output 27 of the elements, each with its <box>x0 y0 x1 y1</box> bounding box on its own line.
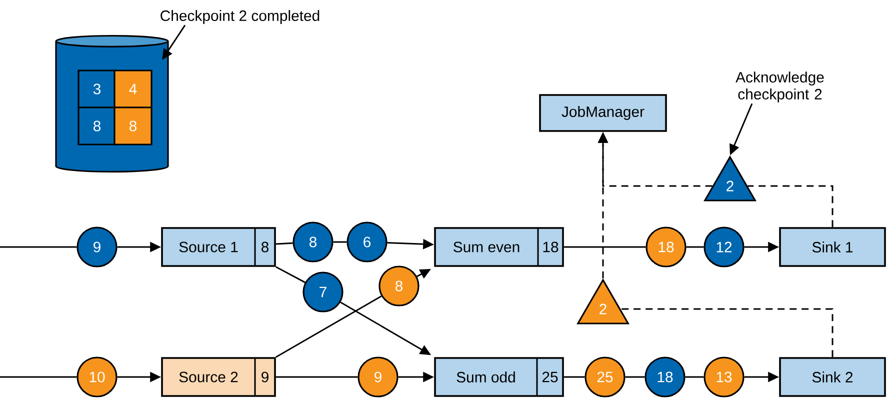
callout-text: Checkpoint 2 completed <box>160 10 320 24</box>
connector-line <box>276 376 358 378</box>
callout-text: Acknowledge checkpoint 2 <box>736 72 824 102</box>
connector-line <box>276 242 293 245</box>
state-cell: 8 <box>78 106 116 146</box>
connector-line <box>276 296 382 358</box>
connector-line <box>0 376 77 378</box>
operator-box: JobManager <box>539 94 667 132</box>
connector-line <box>625 376 645 378</box>
operator-box: Source 1 8 <box>161 227 276 267</box>
connector-line <box>686 246 704 248</box>
operator-box: Sink 2 <box>779 357 886 397</box>
connector-line <box>0 246 77 248</box>
connector-line <box>333 241 347 243</box>
operator-box: Sink 1 <box>779 227 886 267</box>
connector-line <box>685 376 704 378</box>
state-cell: 8 <box>114 106 152 146</box>
connector-line <box>564 376 585 378</box>
operator-box: Source 2 9 <box>161 357 276 397</box>
state-cell: 4 <box>114 70 152 108</box>
connector-line <box>748 185 834 228</box>
connector-line <box>276 266 306 284</box>
state-cell: 3 <box>78 70 116 108</box>
operator-box: Sum odd 25 <box>434 357 564 397</box>
connector-line <box>620 308 834 358</box>
connector-line <box>564 246 646 248</box>
operator-box: Sum even 18 <box>434 227 564 267</box>
